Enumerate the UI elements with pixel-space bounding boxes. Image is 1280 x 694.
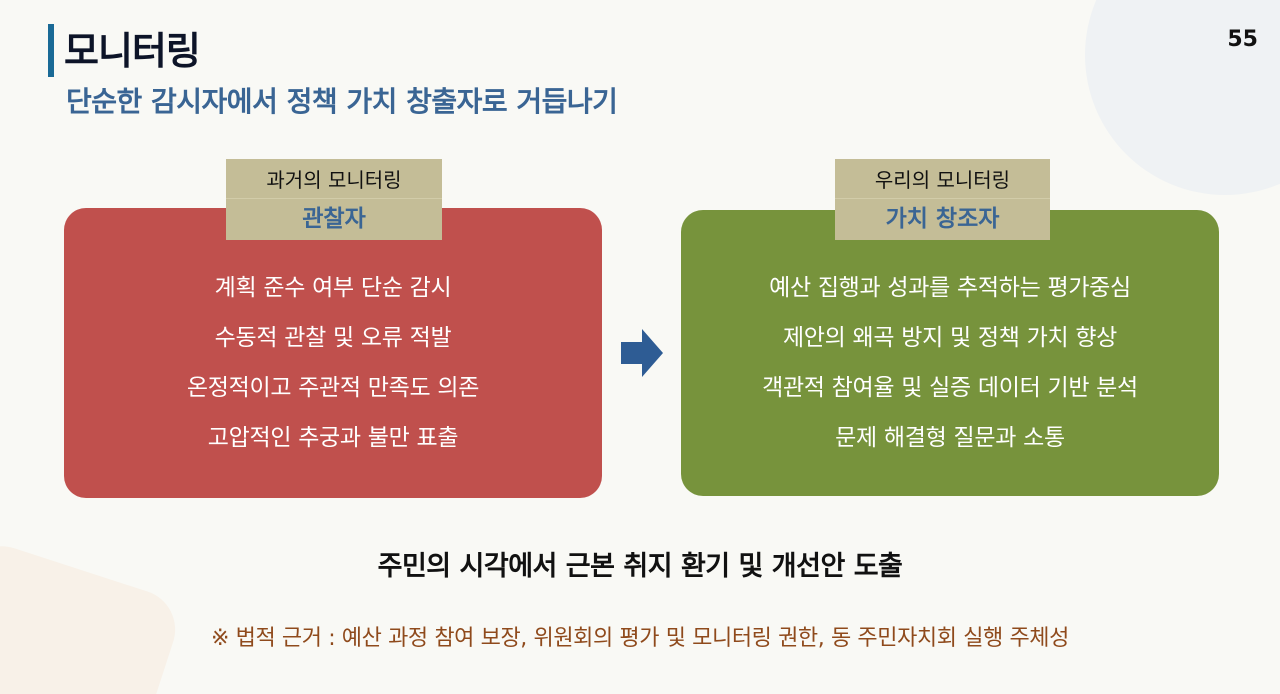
past-monitoring-tag: 과거의 모니터링 관찰자 [226,159,442,240]
past-item: 계획 준수 여부 단순 감시 [214,275,452,301]
page-subtitle: 단순한 감시자에서 정책 가치 창출자로 거듭나기 [66,85,618,118]
conclusion-statement: 주민의 시각에서 근본 취지 환기 및 개선안 도출 [377,551,903,582]
legal-basis-footnote: ※ 법적 근거 : 예산 과정 참여 보장, 위원회의 평가 및 모니터링 권한… [211,626,1069,651]
page-number: 55 [1227,27,1258,52]
past-tag-role: 관찰자 [302,206,366,232]
past-item: 고압적인 추궁과 불만 표출 [207,425,459,451]
right-arrow-icon [621,329,663,377]
past-monitoring-card: 계획 준수 여부 단순 감시 수동적 관찰 및 오류 적발 온정적이고 주관적 … [64,208,602,498]
page-title: 모니터링 [64,29,201,73]
past-item: 온정적이고 주관적 만족도 의존 [186,375,480,401]
past-tag-title: 과거의 모니터링 [226,159,442,199]
present-item: 문제 해결형 질문과 소통 [835,425,1065,451]
present-monitoring-tag: 우리의 모니터링 가치 창조자 [835,159,1050,240]
present-tag-role: 가치 창조자 [885,206,1000,232]
present-tag-title: 우리의 모니터링 [835,159,1050,199]
present-item: 제안의 왜곡 방지 및 정책 가치 향상 [782,325,1118,351]
title-accent-bar [48,24,54,77]
present-item: 예산 집행과 성과를 추적하는 평가중심 [769,275,1131,301]
present-monitoring-card: 예산 집행과 성과를 추적하는 평가중심 제안의 왜곡 방지 및 정책 가치 향… [681,210,1219,496]
past-item: 수동적 관찰 및 오류 적발 [214,325,452,351]
present-item: 객관적 참여율 및 실증 데이터 기반 분석 [762,375,1138,401]
